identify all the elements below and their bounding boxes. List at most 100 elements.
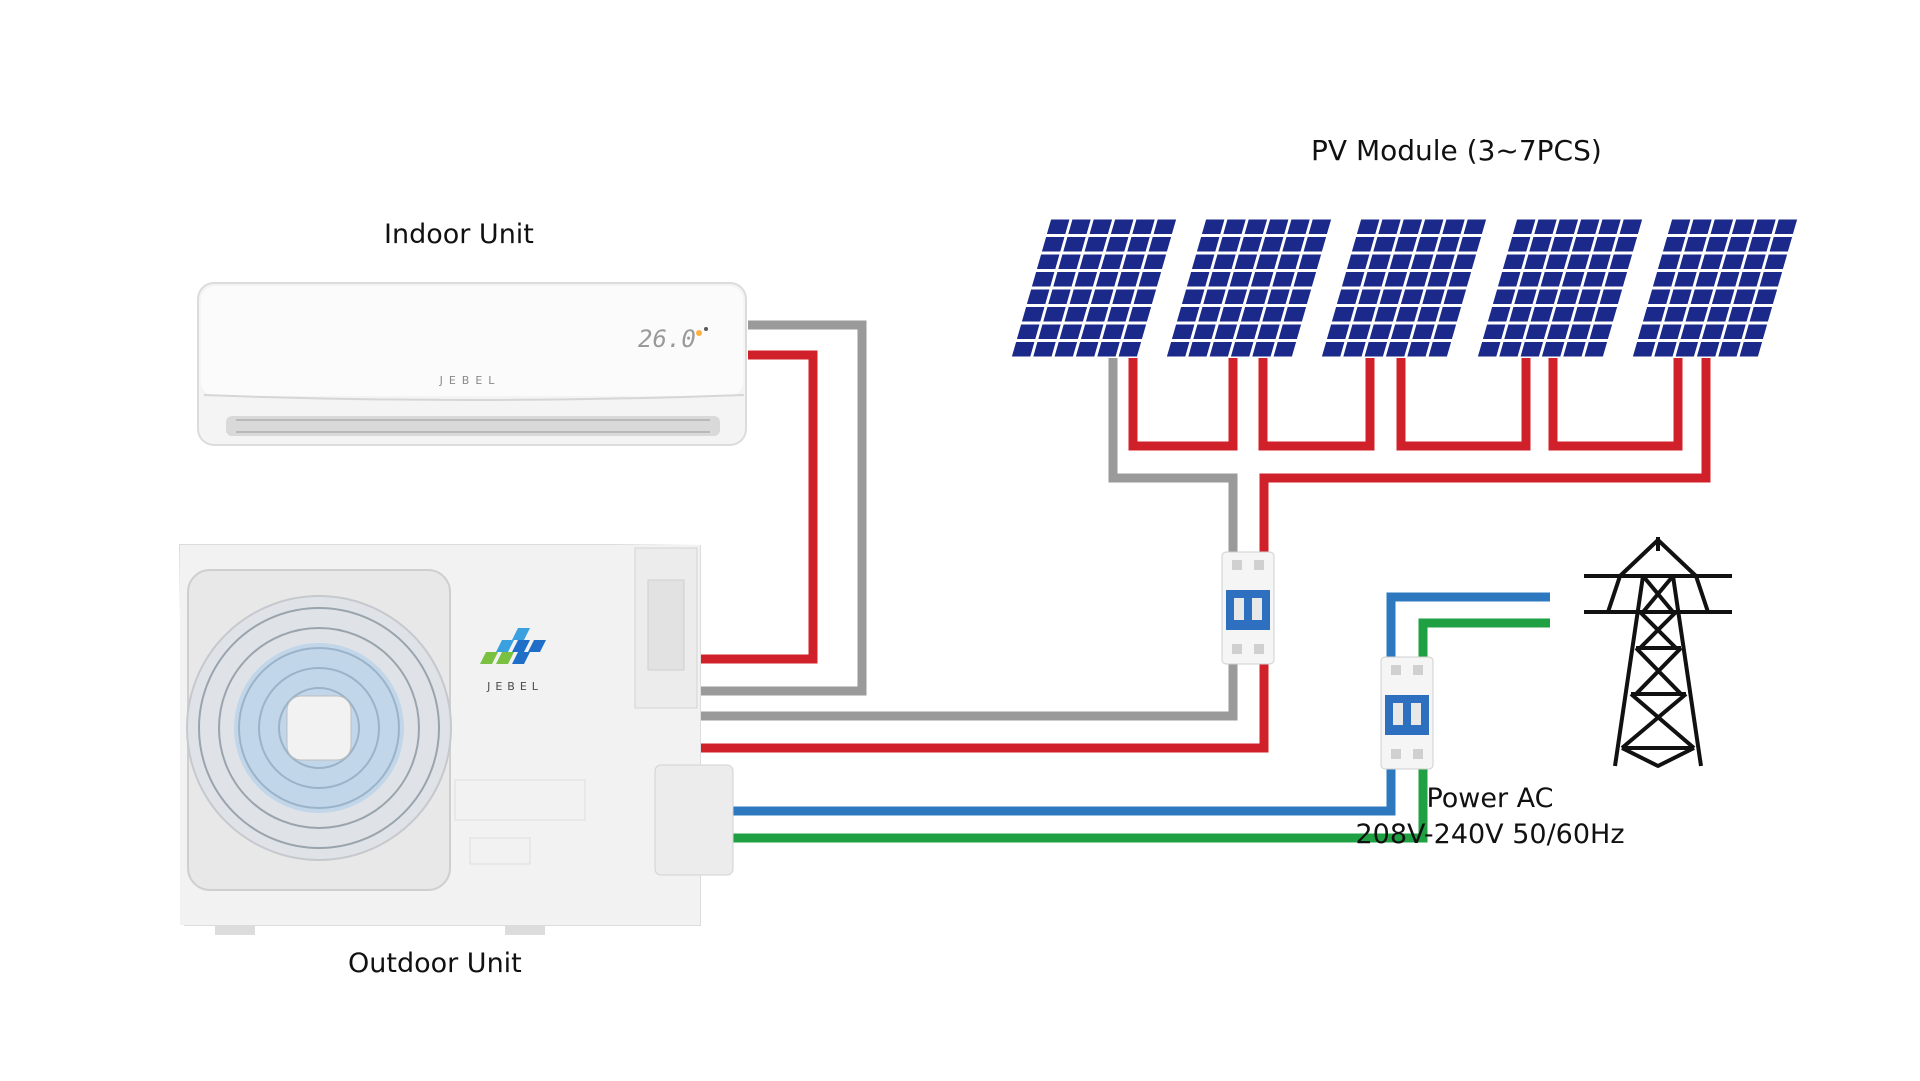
pv-cell	[1593, 237, 1616, 252]
pv-cell	[1326, 324, 1350, 339]
pv-cell	[1576, 219, 1600, 234]
pv-cell	[1400, 289, 1424, 304]
pv-cell	[1427, 272, 1450, 287]
pv-cell	[1748, 237, 1771, 252]
pv-cell	[1188, 342, 1211, 357]
pv-cell	[1166, 342, 1190, 357]
pv-cell	[1723, 324, 1746, 339]
pv-cell	[1384, 272, 1408, 287]
pv-cell	[1530, 307, 1554, 322]
pv-cell	[1504, 324, 1527, 339]
pv-cell	[1054, 342, 1078, 357]
pv-cell	[1598, 219, 1621, 234]
panel-red-main	[1259, 358, 1711, 555]
pv-cell	[1110, 219, 1134, 234]
pv-cell	[1599, 289, 1623, 304]
pv-cell	[1422, 289, 1445, 304]
pv-cell	[1555, 219, 1579, 234]
pv-cell	[1053, 272, 1076, 287]
pv-cell	[1218, 237, 1241, 252]
pv-breaker	[1221, 551, 1275, 665]
pv-cell	[1632, 342, 1656, 357]
pv-cell	[1265, 219, 1289, 234]
pv-cell	[1128, 307, 1152, 322]
pv-cell	[1132, 219, 1155, 234]
pv-cell	[1105, 237, 1129, 252]
indoor-red-wire	[700, 350, 818, 664]
pv-cell	[1482, 324, 1506, 339]
pv-gray-wire	[700, 663, 1238, 721]
pv-cell	[1257, 324, 1280, 339]
pv-cell	[1181, 289, 1205, 304]
pv-cell	[1230, 342, 1254, 357]
pv-cell	[1224, 289, 1248, 304]
pv-cell	[1277, 254, 1300, 269]
pv-cell	[1512, 219, 1536, 234]
pv-cell	[1219, 307, 1243, 322]
pv-cell	[1680, 324, 1704, 339]
pv-cell	[1753, 219, 1776, 234]
pv-cell	[1394, 237, 1418, 252]
pv-cell	[1568, 324, 1591, 339]
pv-cell	[1033, 342, 1056, 357]
ac-green-wire-grid	[1418, 618, 1550, 660]
power-ac-label: Power AC 208V-240V 50/60Hz	[1355, 781, 1624, 853]
pv-cell	[1739, 342, 1763, 357]
pv-cell	[1463, 219, 1487, 234]
pv-cell	[1519, 272, 1542, 287]
pv-cell	[1356, 219, 1380, 234]
pv-cell	[1705, 237, 1729, 252]
pv-cell	[1085, 307, 1109, 322]
pv-cell	[1509, 307, 1532, 322]
pv-cell	[1594, 307, 1618, 322]
pv-cell	[1502, 254, 1526, 269]
pv-cell	[1379, 289, 1403, 304]
pv-cell	[1250, 272, 1274, 287]
panel-gray-wire	[1108, 358, 1238, 555]
pv-cell	[1584, 342, 1608, 357]
pv-cell	[1731, 219, 1755, 234]
pv-cell	[1068, 219, 1091, 234]
pv-cell	[1642, 307, 1666, 322]
pv-cell	[1374, 307, 1398, 322]
pv-cell	[1031, 272, 1055, 287]
pv-cell	[1578, 289, 1601, 304]
pv-cell	[1728, 307, 1751, 322]
pv-panel	[1476, 218, 1644, 358]
outdoor-unit: JEBEL	[178, 544, 734, 935]
outdoor-unit-label: Outdoor Unit	[348, 948, 522, 979]
pv-cell	[1721, 254, 1745, 269]
pv-cell	[1525, 324, 1549, 339]
pv-cell	[1058, 254, 1081, 269]
pv-cell	[1695, 272, 1719, 287]
pv-cell	[1563, 342, 1586, 357]
pv-panel	[1631, 218, 1799, 358]
pv-cell	[1287, 219, 1310, 234]
pv-cell	[1546, 324, 1570, 339]
pv-cell	[1331, 307, 1355, 322]
pv-cell	[1743, 254, 1766, 269]
pv-cell	[1348, 324, 1371, 339]
pv-cell	[1415, 237, 1439, 252]
pv-cell	[1063, 237, 1086, 252]
indoor-unit-label: Indoor Unit	[384, 219, 534, 250]
pv-cell	[1075, 342, 1099, 357]
pv-cell	[1214, 324, 1238, 339]
pv-cell	[1089, 219, 1113, 234]
pv-cell	[1198, 307, 1221, 322]
transmission-tower-icon	[1584, 537, 1732, 768]
pv-cell	[1685, 307, 1709, 322]
pv-cell	[1191, 254, 1215, 269]
pv-module-label: PV Module (3~7PCS)	[1311, 134, 1602, 167]
pv-cell	[1540, 272, 1564, 287]
pv-cell	[1127, 237, 1150, 252]
pv-cell	[1438, 307, 1462, 322]
pv-cell	[1229, 272, 1253, 287]
pv-cell	[1059, 324, 1083, 339]
power-ac-spec: 208V-240V 50/60Hz	[1355, 819, 1625, 850]
pv-cell	[1477, 342, 1501, 357]
indoor-gray-wire	[700, 320, 867, 696]
pv-cell	[1657, 254, 1681, 269]
pv-cell	[1223, 219, 1246, 234]
